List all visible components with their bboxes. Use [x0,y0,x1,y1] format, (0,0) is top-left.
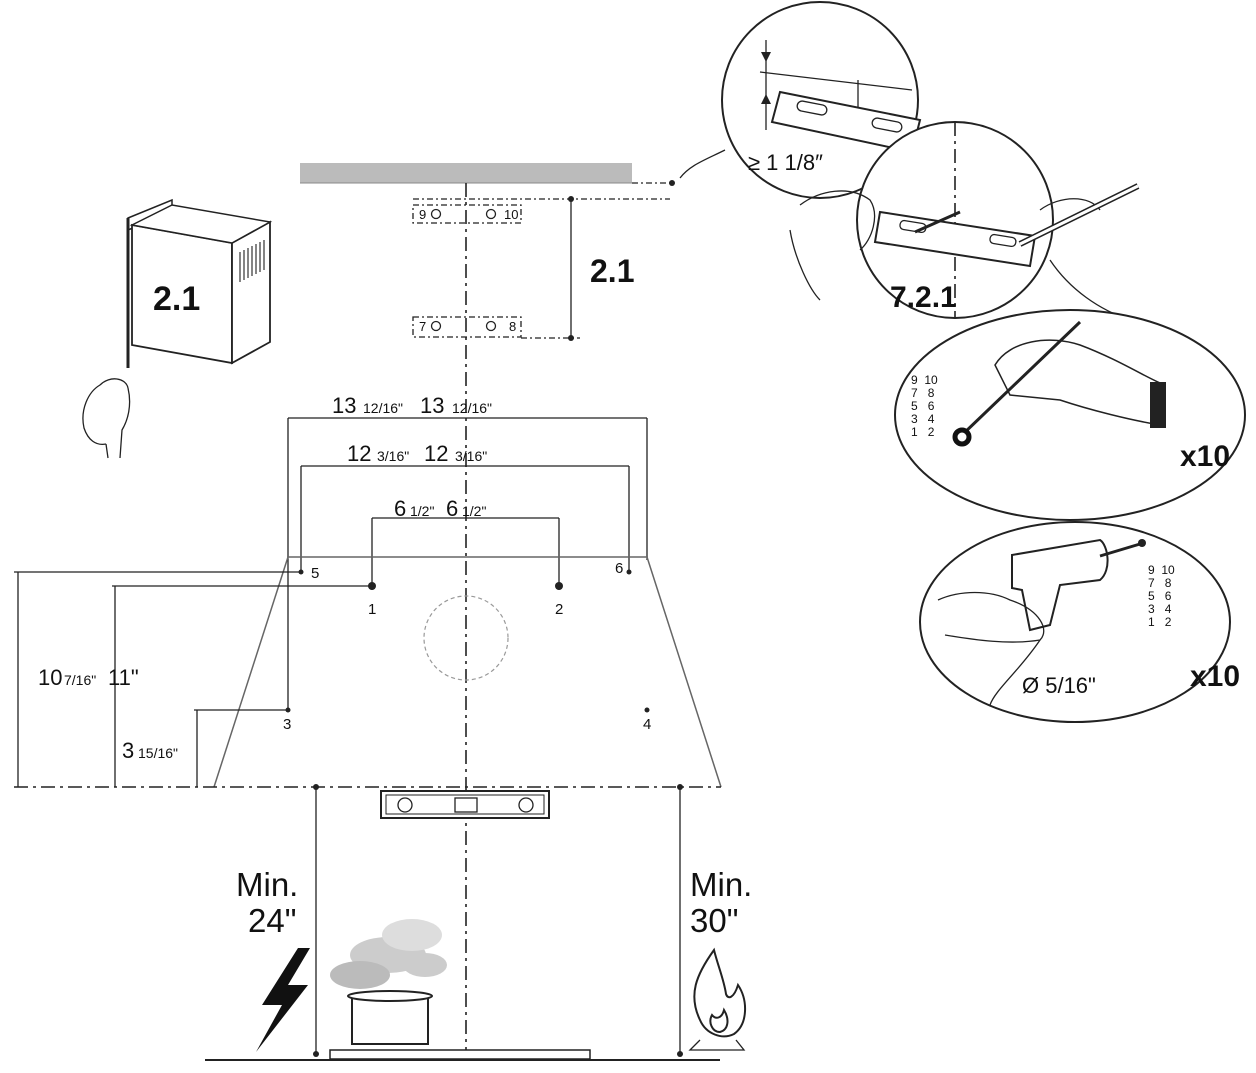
dim-mid-width: 12 3/16" 12 3/16" [300,441,630,572]
svg-text:11": 11" [108,665,139,690]
svg-text:15/16": 15/16" [138,745,178,761]
svg-text:7/16": 7/16" [64,672,96,688]
detail-clearance-circle: ≥ 1 1/8″ [679,1,922,199]
svg-text:10: 10 [504,207,518,222]
svg-text:3: 3 [122,738,134,763]
svg-text:8: 8 [509,319,516,334]
svg-text:13: 13 [420,393,444,418]
dim-outer-width: 13 12/16" 13 12/16" [287,393,648,712]
hand-icon [82,378,131,459]
dim-heights: 10 7/16" 11" 3 15/16" [14,571,372,787]
gas-min-label: Min. [690,866,752,903]
dim-inner-width: 6 1/2" 6 1/2" [371,496,560,590]
detail-marking-ellipse: x10 [894,309,1246,521]
svg-text:13: 13 [332,393,356,418]
hole-markers: 1 2 3 4 5 6 [283,560,651,733]
svg-text:x10: x10 [1190,660,1240,693]
gas-flame-icon [693,947,746,1038]
svg-text:7.2.1: 7.2.1 [890,281,957,314]
hood-outline [14,556,722,788]
svg-text:2: 2 [555,601,563,618]
electric-min-label: Min. [236,866,298,903]
bracket-upper: 9 10 [412,198,670,224]
svg-text:1/2": 1/2" [410,503,434,519]
svg-text:x10: x10 [1180,440,1230,473]
bracket-spacing-label: 2.1 [590,253,634,289]
svg-text:6: 6 [615,560,623,577]
drill-icon [1011,538,1109,632]
bracket-lower: 7 8 [412,316,580,339]
mark-hole-list: 9 10 7 8 5 6 3 4 1 2 [911,373,938,439]
svg-text:6: 6 [446,496,458,521]
svg-text:4: 4 [643,716,651,733]
pot-with-steam-icon [330,919,447,1045]
svg-text:3/16": 3/16" [455,448,487,464]
svg-text:1/2": 1/2" [462,503,486,519]
svg-text:6: 6 [394,496,406,521]
svg-text:12/16": 12/16" [363,400,403,416]
detail-drilling-ellipse: Ø 5/16" x10 [919,521,1240,723]
gas-min-value: 30" [690,902,738,939]
ceiling [300,163,632,183]
svg-text:12: 12 [347,441,371,466]
electric-min-value: 24" [248,902,296,939]
svg-text:10: 10 [38,665,62,690]
clearance-lines [205,784,720,1061]
svg-text:5: 5 [311,565,319,582]
spirit-level-icon [380,790,550,819]
svg-text:12: 12 [424,441,448,466]
electric-icon [256,948,310,1052]
svg-text:≥ 1 1/8″: ≥ 1 1/8″ [748,150,823,175]
svg-text:3/16": 3/16" [377,448,409,464]
svg-text:Ø 5/16": Ø 5/16" [1022,673,1096,698]
svg-text:12/16": 12/16" [452,400,492,416]
chimney-cover-illustration: 2.1 [82,198,273,459]
drill-hole-list: 9 10 7 8 5 6 3 4 1 2 [1148,563,1175,629]
svg-text:1: 1 [368,601,376,618]
svg-text:7: 7 [419,319,426,334]
svg-text:3: 3 [283,716,291,733]
detail-bracket-marking-circle: 7.2.1 [789,121,1140,321]
chimney-ref-label: 2.1 [153,280,200,318]
svg-text:9: 9 [419,207,426,222]
